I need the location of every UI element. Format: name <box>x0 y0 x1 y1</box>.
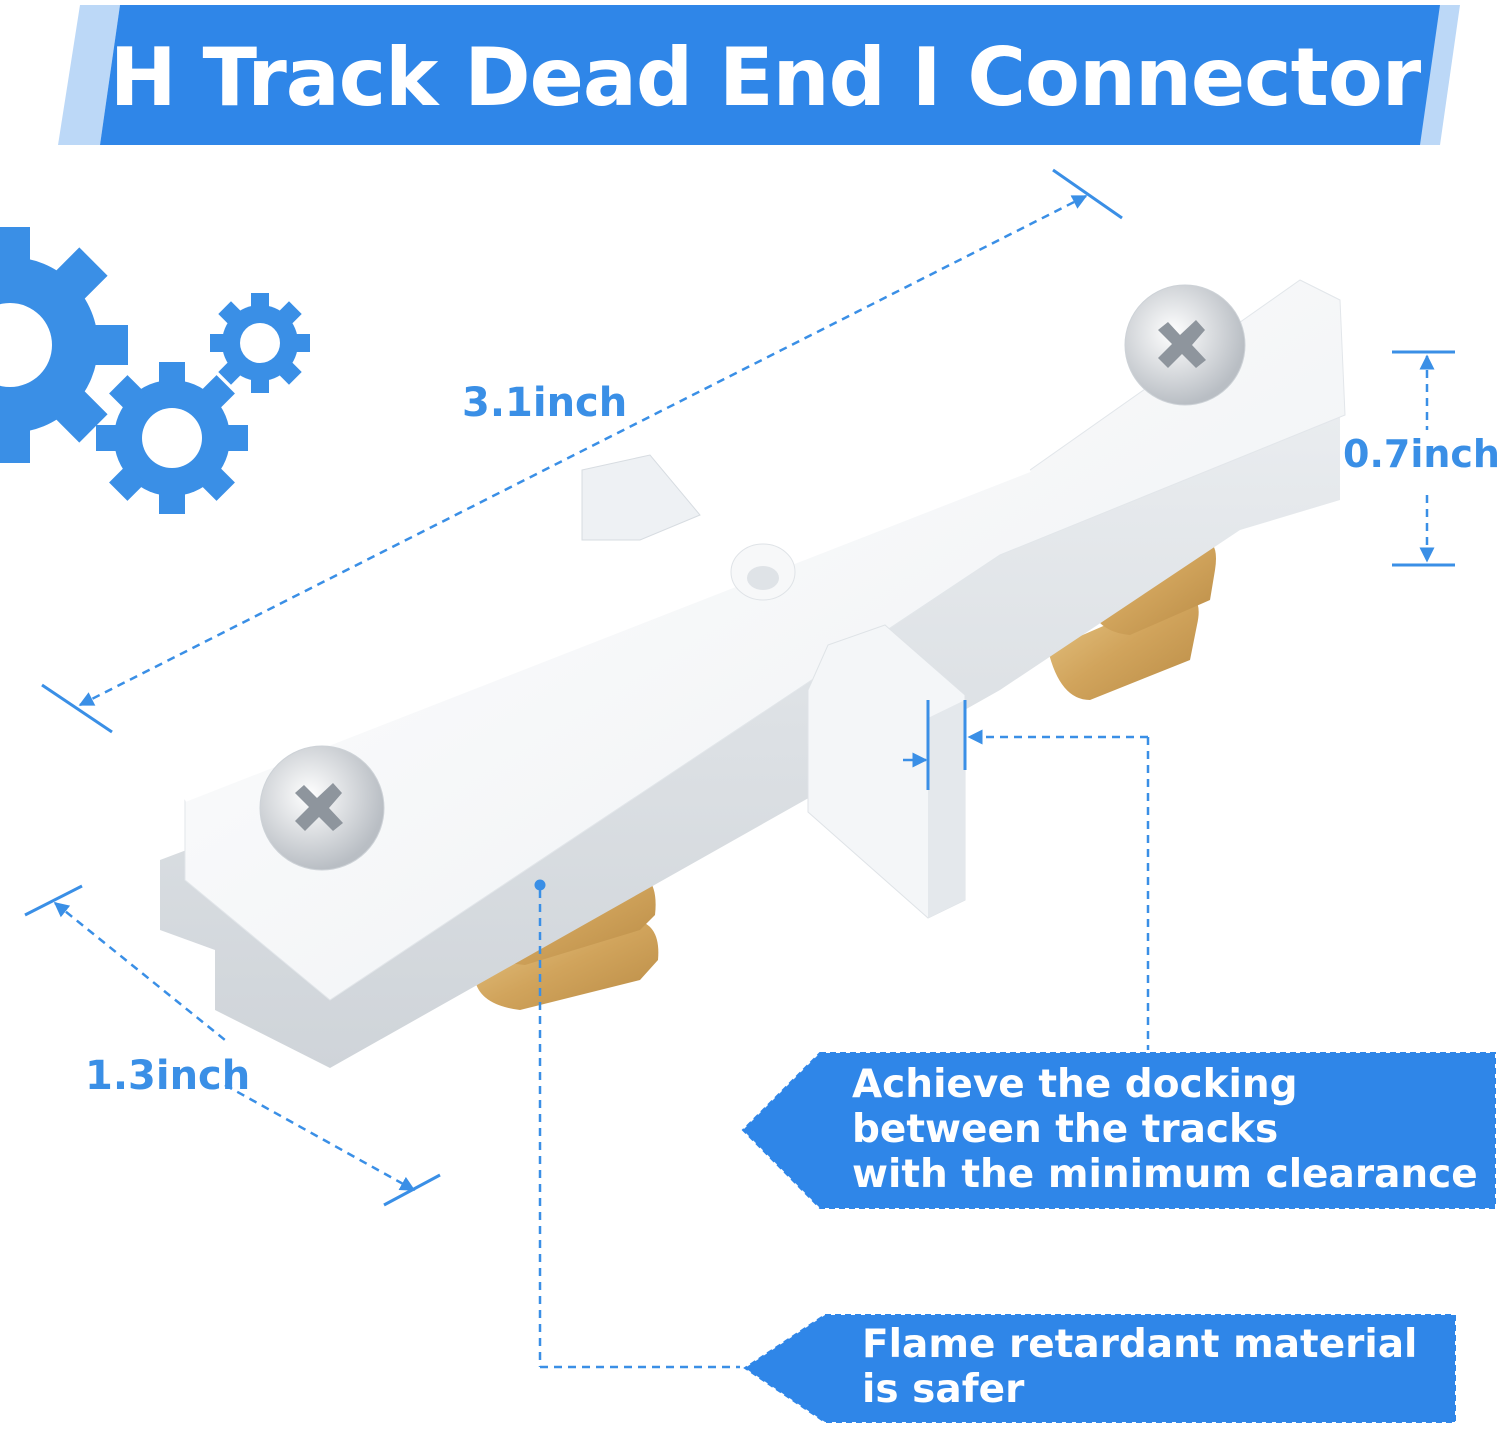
docking-callout-line: with the minimum clearance <box>852 1151 1478 1197</box>
title-banner <box>58 5 1460 145</box>
material-callout-line: is safer <box>862 1366 1025 1412</box>
cross-tab-back <box>581 454 701 541</box>
clearance-indicator <box>903 700 1150 1050</box>
length-label: 3.1inch <box>462 380 628 426</box>
height-label: 0.7inch <box>1343 432 1500 476</box>
connector-body-top <box>184 279 1346 1001</box>
docking-callout-banner <box>741 1052 1496 1209</box>
material-callout-line: Flame retardant material <box>862 1322 1418 1367</box>
docking-callout-line: between the tracks <box>852 1106 1279 1152</box>
docking-callout-line: Achieve the docking <box>852 1062 1298 1107</box>
length-dimension-line <box>41 168 1123 734</box>
page-title: H Track Dead End I Connector <box>109 30 1422 124</box>
gear-icon-small <box>210 293 310 393</box>
cross-tab-front <box>807 624 966 919</box>
height-dimension-line <box>1392 350 1455 567</box>
material-callout-text: Flame retardant material is safer <box>862 1322 1418 1413</box>
docking-callout-text: Achieve the docking between the tracks w… <box>852 1062 1478 1198</box>
screw-icon <box>1124 284 1246 406</box>
width-label: 1.3inch <box>85 1053 251 1099</box>
connector-illustration <box>160 279 1346 1068</box>
center-hole <box>730 543 796 601</box>
gear-icon-medium <box>96 362 248 514</box>
material-leader-line <box>534 879 740 1369</box>
material-callout-banner <box>743 1314 1456 1423</box>
screw-icon-front <box>259 745 385 871</box>
width-dimension-line <box>24 884 441 1207</box>
